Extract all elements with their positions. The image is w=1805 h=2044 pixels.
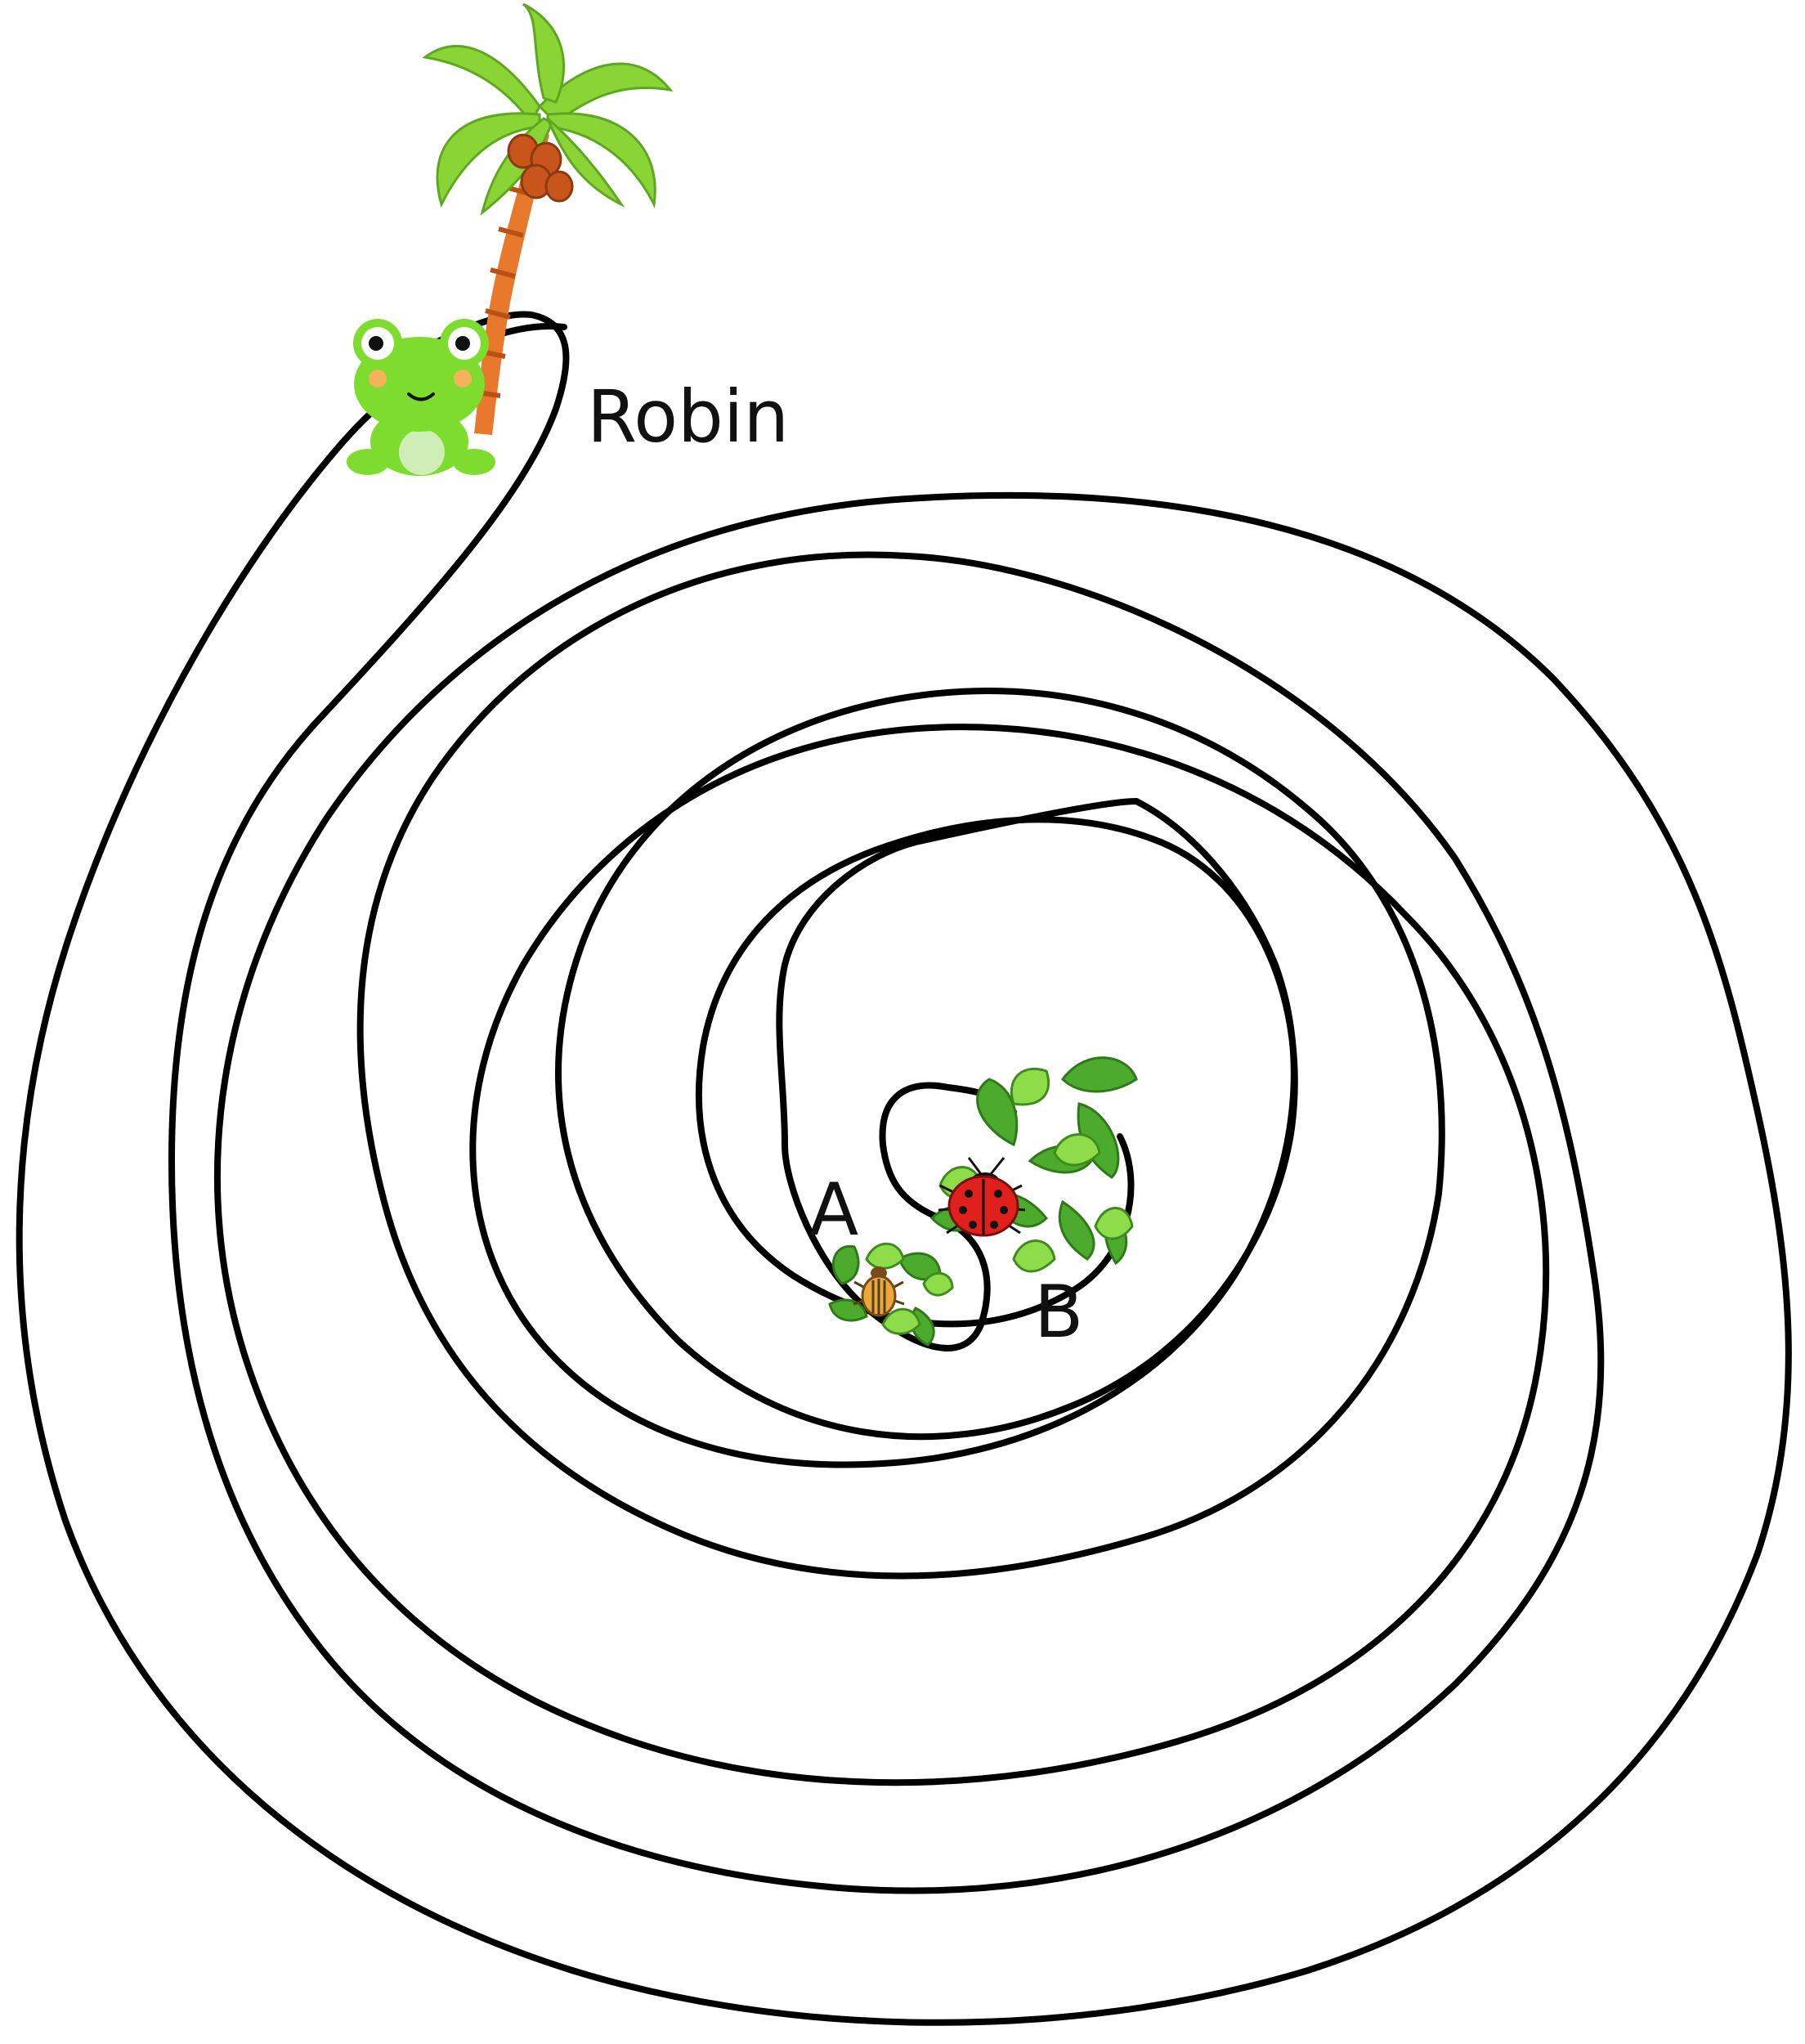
frog-picture — [347, 319, 495, 476]
maze-walls — [16, 311, 1792, 2026]
maze-wall-outer — [168, 311, 1605, 1894]
maze-wall-inner — [16, 323, 1792, 2026]
exit-label-a: A — [809, 1168, 858, 1252]
striped-beetle-picture — [853, 1266, 905, 1317]
ladybug-picture — [938, 1157, 1026, 1237]
leaf-cluster-a-light — [865, 1242, 954, 1335]
palm-trunk — [474, 131, 549, 435]
leaf-cluster-a — [828, 1245, 942, 1347]
palm-tree-picture — [422, 2, 674, 435]
character-name-label: Robin — [587, 374, 789, 459]
exit-label-b: B — [1034, 1270, 1083, 1354]
